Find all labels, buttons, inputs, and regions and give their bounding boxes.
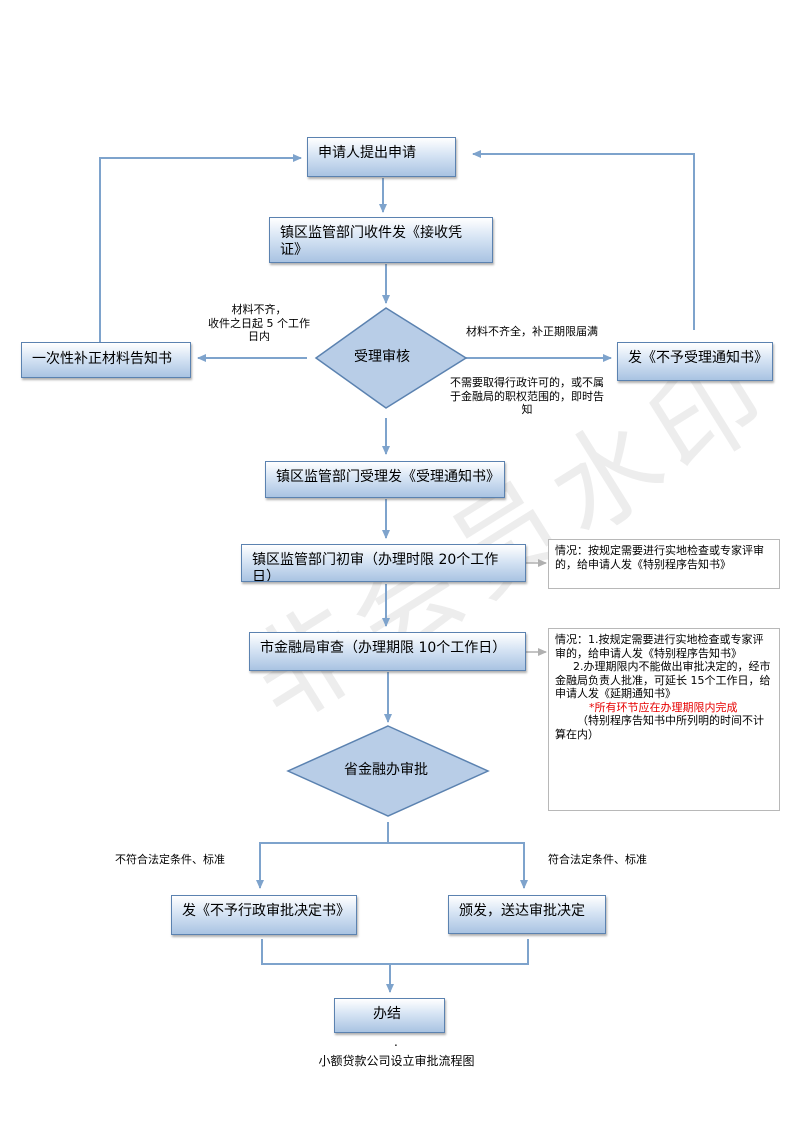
label-pass: 符合法定条件、标准 xyxy=(548,853,647,866)
label-incomplete-line: 材料不齐， xyxy=(231,303,287,316)
node-city: 市金融局审查（办理期限 10个工作日） xyxy=(249,632,526,671)
line-merge xyxy=(261,939,529,965)
node-done: 办结 xyxy=(334,998,445,1033)
line-branch xyxy=(259,842,525,885)
node-reject-notice: 发《不予受理通知书》 xyxy=(617,342,773,381)
note-initial: 情况：按规定需要进行实地检查或专家评审的，给申请人发《特别程序告知书》 xyxy=(548,539,780,589)
node-notify-once: 一次性补正材料告知书 xyxy=(21,342,191,378)
label-not-needed: 不需要取得行政许可的，或不属 于金融局的职权范围的，即时告 知 xyxy=(441,376,613,417)
arrow-notify-apply xyxy=(99,154,302,344)
note-city: 情况：1.按规定需要进行实地检查或专家评审的，给申请人发《特别程序告知书》 2.… xyxy=(548,628,780,811)
label-incomplete-line: 收件之日起 5 个工作 xyxy=(208,316,310,330)
node-accept: 镇区监管部门受理发《受理通知书》 xyxy=(265,461,505,498)
label-not-needed-line: 不需要取得行政许可的，或不属 xyxy=(450,376,604,389)
label-fail: 不符合法定条件、标准 xyxy=(115,853,225,866)
node-province-label: 省金融办审批 xyxy=(344,762,428,778)
note-city-line-2: 2.办理期限内不能做出审批决定的，经市金融局负责人批准，可延长 15个工作日，给… xyxy=(555,660,771,700)
note-city-line-1: 情况：1.按规定需要进行实地检查或专家评审的，给申请人发《特别程序告知书》 xyxy=(555,633,764,660)
label-not-needed-line: 知 xyxy=(521,403,533,416)
arrow-reject-apply xyxy=(472,150,695,330)
node-apply: 申请人提出申请 xyxy=(307,137,456,177)
note-city-line-3: *所有环节应在办理期限内完成 xyxy=(589,700,738,714)
caption: 小额贷款公司设立审批流程图 xyxy=(318,1054,475,1068)
label-incomplete-line: 日内 xyxy=(248,330,270,341)
label-not-needed-line: 于金融局的职权范围的，即时告 xyxy=(450,389,604,403)
caption-dot: . xyxy=(394,1035,398,1049)
node-initial: 镇区监管部门初审（办理时限 20个工作日） xyxy=(241,544,526,582)
note-city-line-4: （特别程序告知书中所列明的时间不计算在内） xyxy=(555,714,764,741)
node-grant-decision: 颁发，送达审批决定 xyxy=(448,895,606,934)
label-overdue: 材料不齐全，补正期限届满 xyxy=(466,325,598,338)
review-diamond-shape xyxy=(314,307,468,409)
node-deny-decision: 发《不予行政审批决定书》 xyxy=(171,895,357,935)
province-diamond-shape xyxy=(286,725,490,817)
node-review-label: 受理审核 xyxy=(354,349,410,365)
node-receive: 镇区监管部门收件发《接收凭证》 xyxy=(269,217,493,263)
label-incomplete: 材料不齐， 收件之日起 5 个工作 日内 xyxy=(200,303,318,341)
